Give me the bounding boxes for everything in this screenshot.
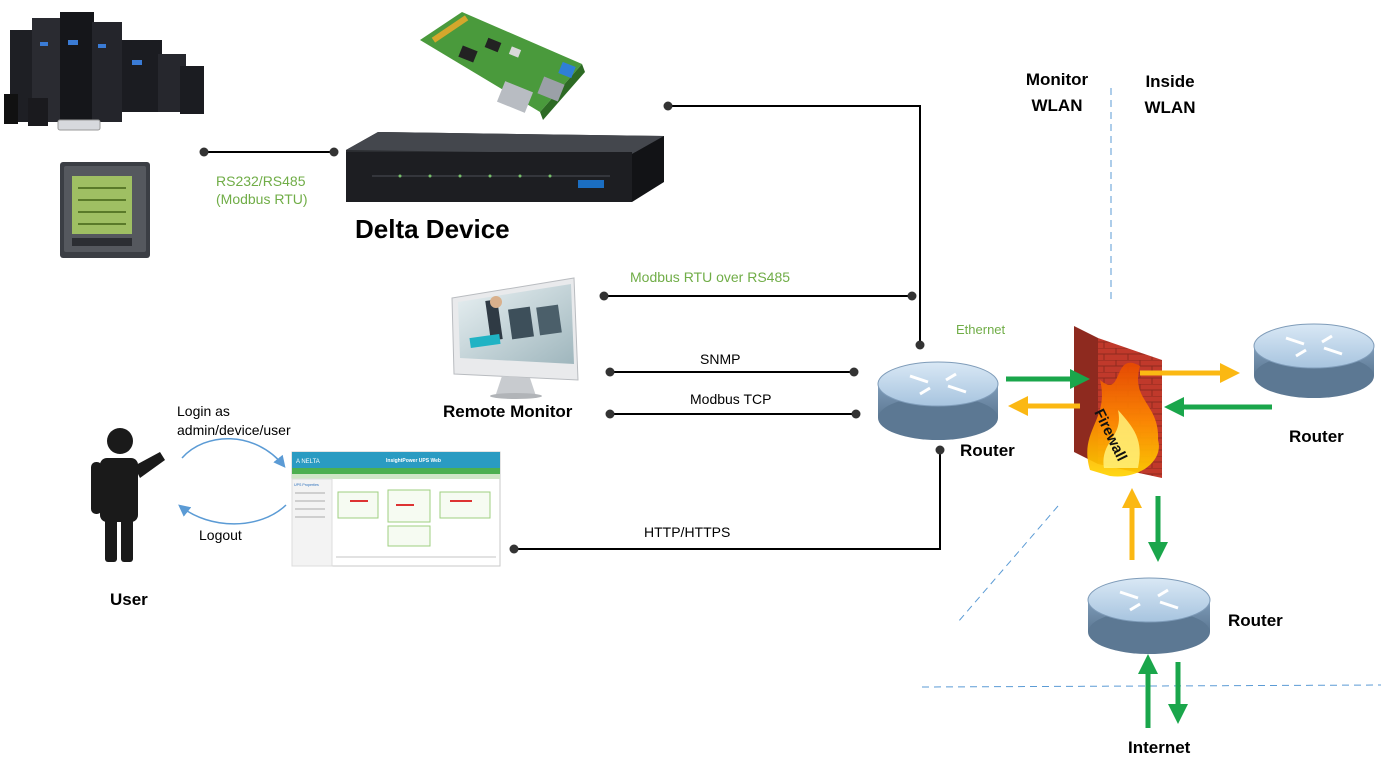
inside-wlan-line1: Inside — [1145, 72, 1195, 91]
connection-dots — [199, 101, 945, 554]
web-ui-sidebar-header: UPS Properties — [294, 483, 319, 487]
router-bottom-icon — [1087, 577, 1211, 654]
monitor-wlan-line1: Monitor — [1025, 70, 1089, 89]
login-label-line1: Login as — [177, 403, 230, 419]
delta-device-icon — [346, 132, 664, 202]
monitor-wlan-line2: WLAN — [1031, 96, 1083, 115]
ethernet-label: Ethernet — [956, 322, 1006, 337]
router-main-icon — [877, 361, 999, 440]
user-label: User — [110, 590, 148, 609]
web-ui-title: InsightPower UPS Web — [386, 458, 441, 464]
remote-monitor-label: Remote Monitor — [443, 402, 573, 421]
ups-devices-icon — [4, 12, 204, 131]
http-https-label: HTTP/HTTPS — [644, 524, 731, 540]
delta-device-title: Delta Device — [355, 214, 510, 244]
http-line — [514, 450, 941, 550]
snmp-label: SNMP — [700, 351, 741, 367]
diagonal-separator — [957, 505, 1059, 623]
logout-arrow — [178, 504, 287, 525]
router-right-icon — [1253, 323, 1375, 398]
internet-label: Internet — [1128, 738, 1191, 757]
web-ui-brand: A NELTA — [296, 459, 320, 465]
rs232-label: RS232/RS485 — [216, 173, 306, 189]
modbus-rtu-label: Modbus RTU over RS485 — [630, 269, 791, 285]
router-bottom-label: Router — [1228, 611, 1283, 630]
delta-ethernet-line — [668, 105, 921, 345]
traffic-arrows — [1006, 363, 1272, 728]
zone-separators — [921, 88, 1381, 688]
login-label-line2: admin/device/user — [177, 422, 291, 438]
router-right-label: Router — [1289, 427, 1344, 446]
inside-wlan-label: Inside WLAN — [1130, 69, 1210, 121]
router-main-label: Router — [960, 441, 1015, 460]
inside-wlan-line2: WLAN — [1144, 98, 1196, 117]
power-meter-icon — [60, 162, 150, 258]
login-arrow — [181, 438, 286, 468]
connection-lines — [204, 105, 941, 550]
logout-label: Logout — [199, 527, 242, 543]
modbus-tcp-label: Modbus TCP — [690, 391, 772, 407]
remote-monitor-icon — [451, 277, 579, 399]
monitor-wlan-label: Monitor WLAN — [1016, 67, 1098, 119]
firewall-icon — [1074, 326, 1162, 478]
web-interface-screenshot: A NELTA InsightPower UPS Web UPS Propert… — [291, 451, 501, 567]
network-card-icon — [420, 12, 585, 120]
internet-separator — [921, 684, 1381, 688]
user-icon — [91, 428, 165, 562]
rs232-protocol-label: (Modbus RTU) — [216, 191, 308, 207]
